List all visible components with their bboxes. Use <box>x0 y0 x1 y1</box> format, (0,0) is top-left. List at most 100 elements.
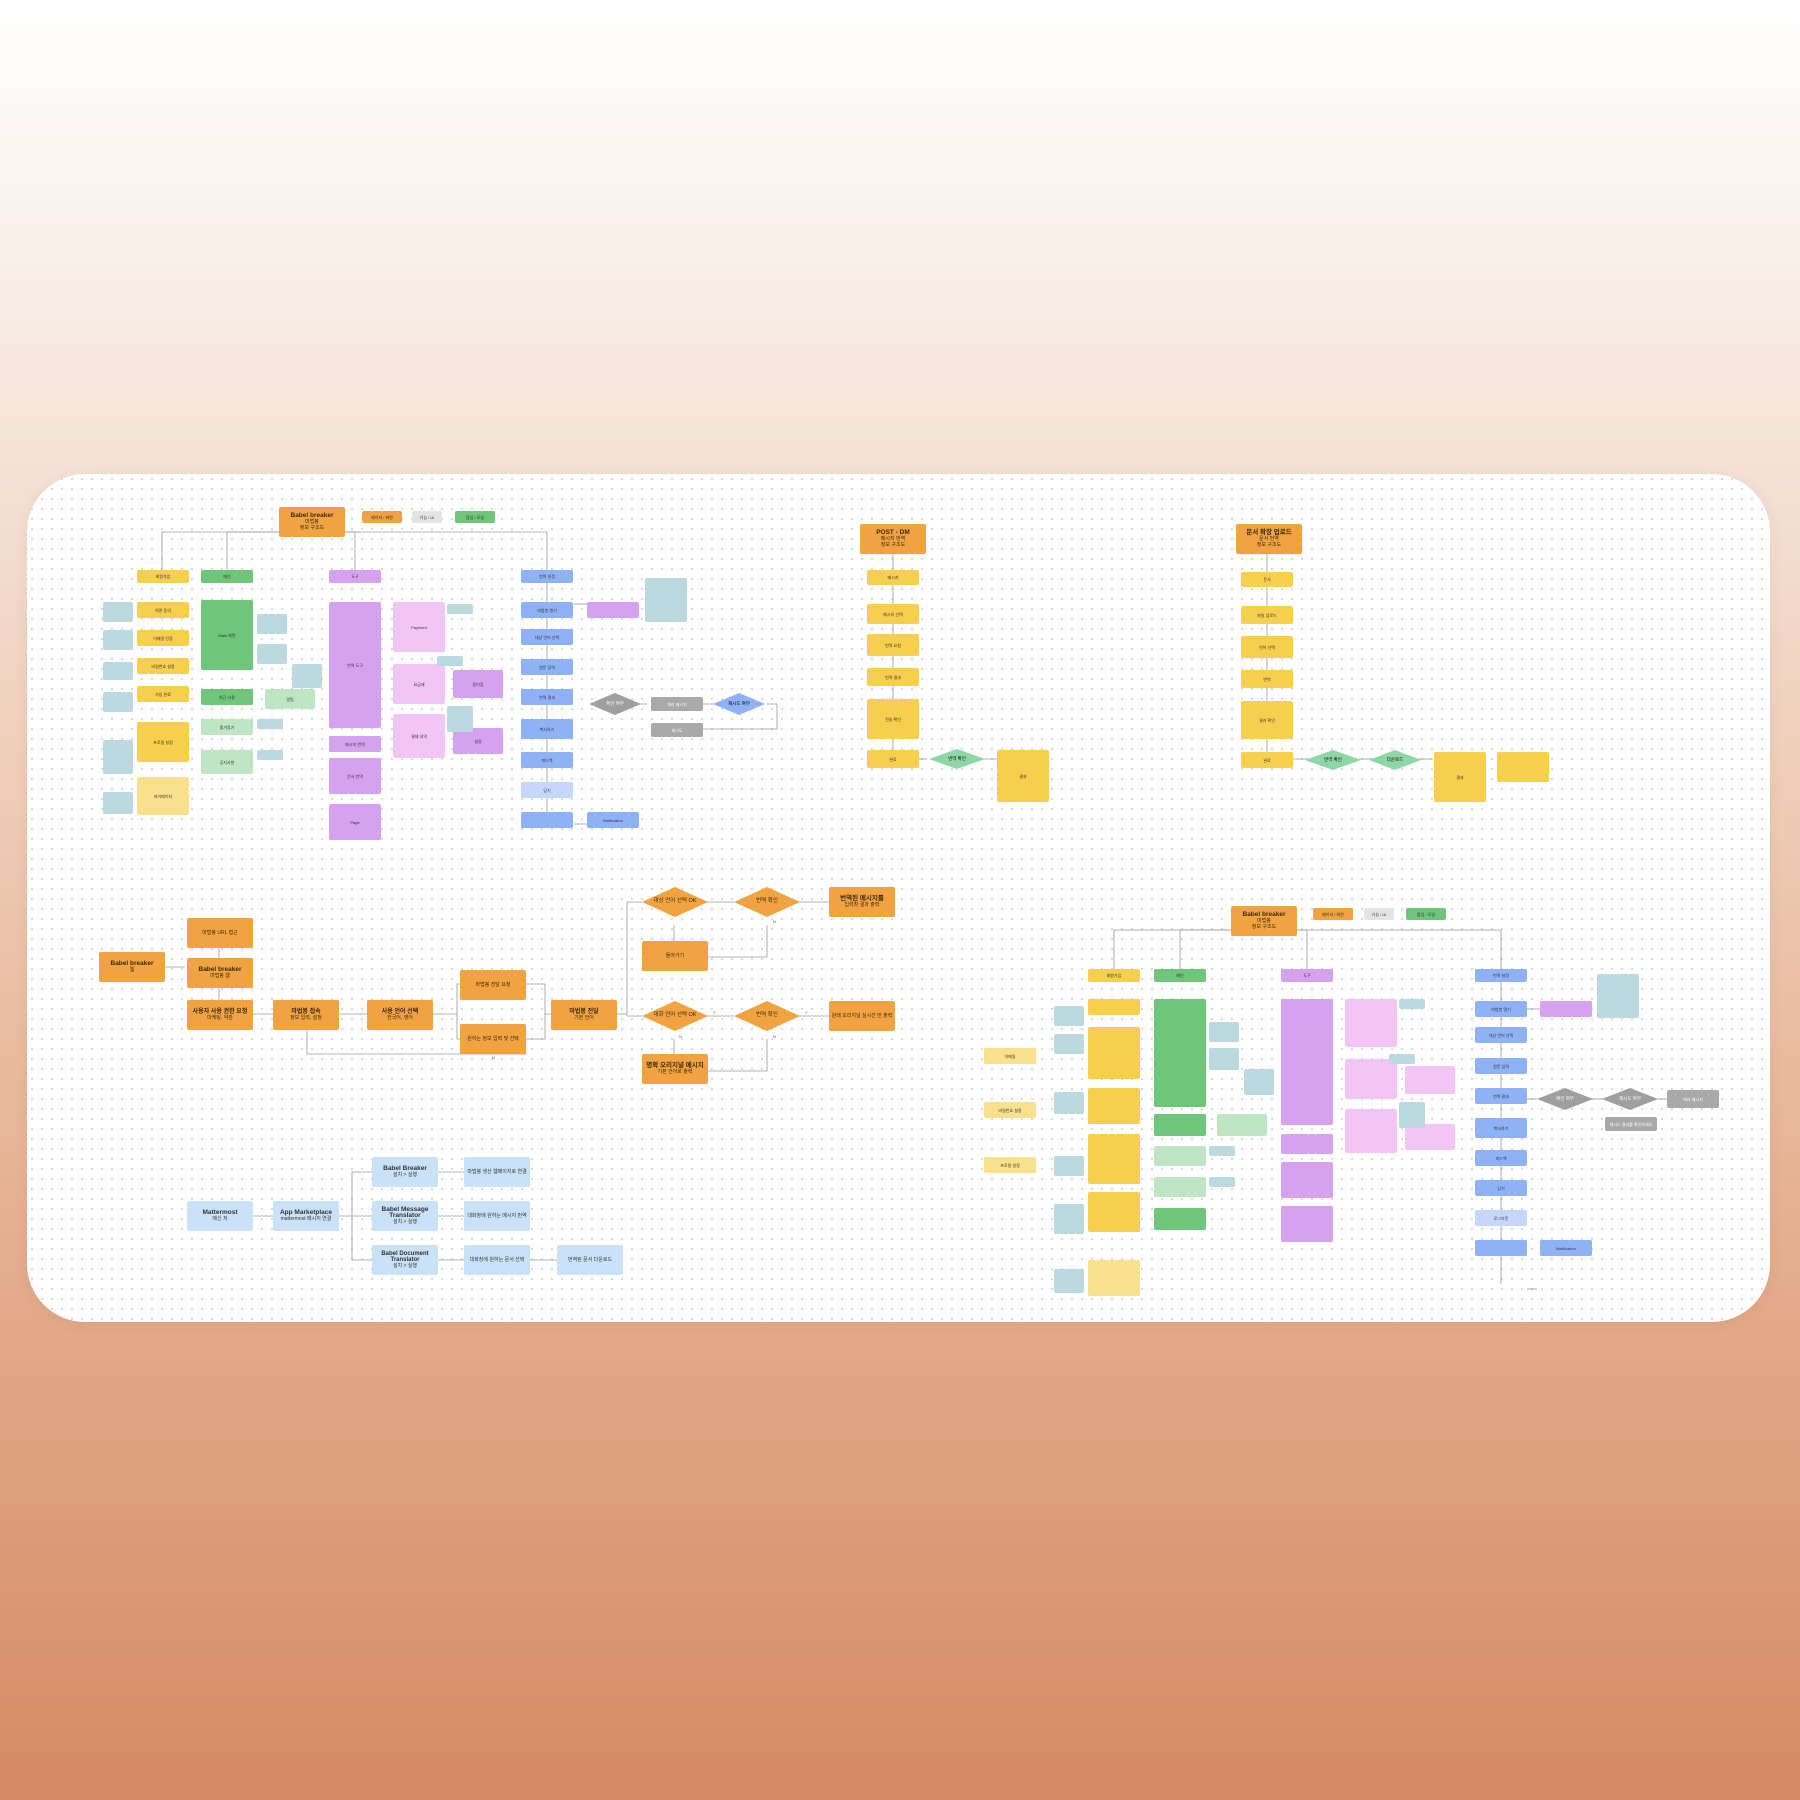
flow-f-blue[interactable]: 원문 입력 <box>1475 1058 1527 1074</box>
flow-e-out[interactable]: 마법봉 생산 웹페이지로 연결 <box>464 1157 530 1187</box>
flow-f-node[interactable] <box>1154 1146 1206 1166</box>
flow-c-step[interactable]: 문서 <box>1241 572 1293 587</box>
flow-f-node[interactable] <box>1088 1027 1140 1079</box>
flow-f-decision[interactable]: 확인 여부 <box>1537 1088 1593 1110</box>
flow-d-step[interactable]: 사용 언어 선택 한국어, 영어 <box>367 1000 433 1030</box>
flow-f-node[interactable] <box>1088 1192 1140 1232</box>
flow-d-mid[interactable]: 원하는 정보 입력 및 선택 <box>460 1024 526 1054</box>
flow-a-node[interactable]: 알림 <box>265 689 315 709</box>
flow-d-end-bot[interactable]: 원래 오리지널 실시간 번 출력 <box>829 1001 895 1031</box>
flow-d-entry[interactable]: Babel breaker 웹 <box>99 952 165 982</box>
flow-a-node[interactable]: 설정 <box>453 728 503 754</box>
flow-f-node[interactable] <box>1088 999 1140 1015</box>
flow-f-blue[interactable]: 번역 결과 <box>1475 1088 1527 1104</box>
flow-f-node[interactable] <box>1217 1114 1267 1136</box>
flow-a-node[interactable]: 용어집 <box>453 670 503 698</box>
flow-f-node[interactable] <box>1088 1134 1140 1184</box>
flow-c-result-detail[interactable] <box>1497 752 1549 782</box>
flow-a-node[interactable]: 마이페이지 <box>137 777 189 815</box>
flow-f-error[interactable]: 에러 메시지 <box>1667 1090 1719 1108</box>
flow-f-blue[interactable]: 닫기 <box>1475 1180 1527 1196</box>
flow-a-node[interactable]: Page <box>329 804 381 840</box>
flow-b-step[interactable]: 완료 <box>867 750 919 768</box>
flow-a-node[interactable]: 요금제 <box>393 664 445 704</box>
flow-f-node[interactable] <box>1088 1088 1140 1124</box>
flow-e-app[interactable]: Babel Message Translator 설치 > 실행 <box>372 1201 438 1231</box>
flow-f-header[interactable]: 도구 <box>1281 969 1333 982</box>
flow-e-source[interactable]: Mattermost 메신 저 <box>187 1201 253 1231</box>
flow-f-node[interactable] <box>1405 1066 1455 1094</box>
flow-a-node[interactable]: 복사하기 <box>521 719 573 739</box>
flow-e-out[interactable]: 대화창에 원하는 메시지 번역 <box>464 1201 530 1231</box>
flow-c-root[interactable]: 문서 확장 업로드 문서 번역 정보 구조도 <box>1236 524 1302 554</box>
flow-a-node[interactable]: 비밀번호 설정 <box>137 658 189 674</box>
flow-a-node[interactable]: 최근 사용 <box>201 689 253 705</box>
flow-c-step[interactable]: 언어 선택 <box>1241 636 1293 658</box>
flow-d-step[interactable]: 사용자 사용 권한 요청 마케팅, 약관 <box>187 1000 253 1030</box>
flow-a-node[interactable]: 원문 입력 <box>521 659 573 675</box>
flow-d-step[interactable]: 마법봉 접속 정보 입력, 설정 <box>273 1000 339 1030</box>
flow-b-step[interactable]: 전송 확인 <box>867 699 919 739</box>
flow-f-node[interactable] <box>1154 1114 1206 1136</box>
flow-f-node[interactable] <box>1154 1177 1206 1197</box>
flow-d-mid[interactable]: 마법봉 전달 요청 <box>460 970 526 1000</box>
flow-a-retry[interactable]: 재시도 <box>651 723 703 737</box>
flow-f-left[interactable]: 비밀번호 설정 <box>984 1102 1036 1118</box>
flow-c-step[interactable]: 파일 업로드 <box>1241 606 1293 624</box>
flow-a-root[interactable]: Babel breaker 마법봉 정보 구조도 <box>279 507 345 537</box>
flow-c-decision[interactable]: 다운로드 <box>1369 750 1421 770</box>
flow-a-error[interactable]: 에러 메시지 <box>651 697 703 711</box>
flow-a-node[interactable] <box>521 812 573 828</box>
flow-e-app[interactable]: Babel Breaker 설치 > 실행 <box>372 1157 438 1187</box>
flow-f-node[interactable] <box>1345 1109 1397 1153</box>
flow-e-out[interactable]: 대화창에 원하는 문서 선택 <box>464 1245 530 1275</box>
flow-d-end-top[interactable]: 번역된 메시지를 입력창 결과 출력 <box>829 887 895 917</box>
flow-f-blue[interactable]: 로그아웃 <box>1475 1210 1527 1226</box>
flow-b-decision[interactable]: 번역 확인 <box>929 749 985 769</box>
flow-f-blue[interactable]: 대상 언어 선택 <box>1475 1027 1527 1043</box>
flow-a-node[interactable]: 결제 내역 <box>393 714 445 758</box>
flow-a-header-tools[interactable]: 도구 <box>329 570 381 583</box>
flow-f-node[interactable] <box>1540 1001 1592 1017</box>
flow-d-top-1[interactable]: Babel breaker 마법봉 웹 <box>187 958 253 988</box>
flow-a-decision[interactable]: 재시도 여부 <box>713 693 765 715</box>
flow-f-blue[interactable]: 복사하기 <box>1475 1118 1527 1138</box>
flow-c-step[interactable]: 완료 <box>1241 752 1293 768</box>
flow-d-fail[interactable]: 명확 오리지널 메시지 기본 언어로 출력 <box>642 1054 708 1084</box>
flow-a-node[interactable]: 프로필 설정 <box>137 722 189 762</box>
flow-f-node[interactable] <box>1281 999 1333 1125</box>
flow-c-result[interactable]: 결과 <box>1434 752 1486 802</box>
flow-f-retry[interactable]: 재시도 결과를 확인하세요 <box>1605 1117 1657 1131</box>
flow-b-result[interactable]: 결과 <box>997 750 1049 802</box>
flow-f-header[interactable]: 번역 설정 <box>1475 969 1527 982</box>
flow-a-node[interactable]: 가입 완료 <box>137 686 189 702</box>
flow-a-node[interactable]: 약관 동의 <box>137 602 189 618</box>
flow-a-node[interactable]: 번역 도구 <box>329 602 381 728</box>
flow-f-node[interactable] <box>1405 1124 1455 1150</box>
flow-f-left[interactable]: 프로필 설정 <box>984 1157 1036 1173</box>
flow-a-notification[interactable]: Notification <box>587 812 639 828</box>
flow-b-step[interactable]: 번역 결과 <box>867 668 919 686</box>
flow-b-step[interactable]: 메시지 <box>867 570 919 585</box>
flow-a-node[interactable]: 문서 번역 <box>329 758 381 794</box>
flow-f-header[interactable]: 회원가입 <box>1088 969 1140 982</box>
flow-a-node[interactable]: Main 화면 <box>201 600 253 670</box>
flow-f-left[interactable]: 이메일 <box>984 1048 1036 1064</box>
flow-a-node[interactable]: 피드백 <box>521 752 573 768</box>
flow-a-node[interactable]: 대상 언어 선택 <box>521 629 573 645</box>
flow-a-node[interactable]: Payment <box>393 602 445 652</box>
flow-f-notification[interactable]: Notification <box>1540 1240 1592 1256</box>
flow-d-top-0[interactable]: 마법봉 URL 접근 <box>187 918 253 948</box>
flow-f-node[interactable] <box>1345 999 1397 1047</box>
flow-c-decision[interactable]: 번역 확인 <box>1305 750 1361 770</box>
flow-d-step[interactable]: 마법봉 전달 기본 언어 <box>551 1000 617 1030</box>
flow-a-node[interactable]: 번역 결과 <box>521 689 573 705</box>
flow-e-app[interactable]: Babel Document Translator 설치 > 실행 <box>372 1245 438 1275</box>
flow-a-node[interactable]: 메시지 번역 <box>329 736 381 752</box>
flow-a-node[interactable]: 즐겨찾기 <box>201 719 253 735</box>
flow-f-node[interactable] <box>1475 1240 1527 1256</box>
flow-a-header-signup[interactable]: 회원가입 <box>137 570 189 583</box>
flow-f-node[interactable] <box>1281 1206 1333 1242</box>
flow-f-node[interactable] <box>1281 1162 1333 1198</box>
flow-a-header-main[interactable]: 메인 <box>201 570 253 583</box>
